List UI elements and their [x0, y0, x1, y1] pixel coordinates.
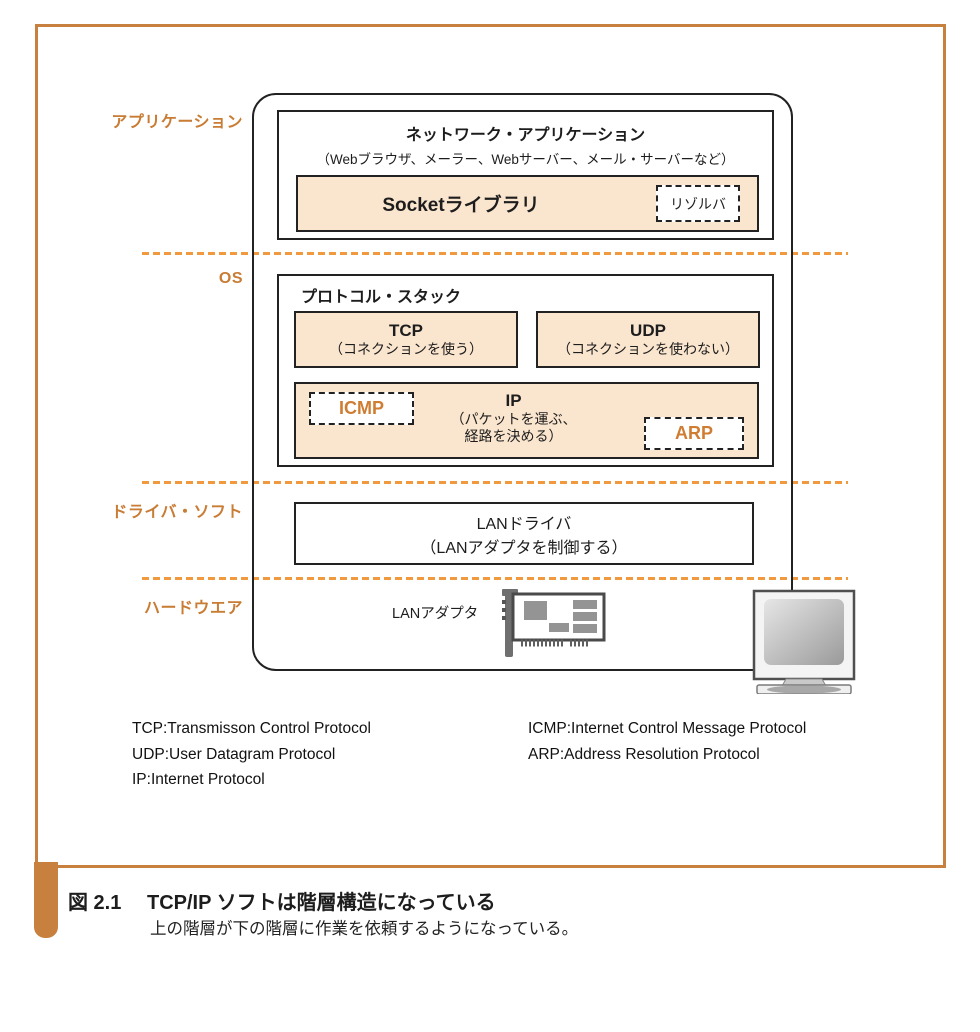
icmp-label: ICMP	[339, 398, 384, 418]
lan-driver-label: LANドライバ	[476, 515, 572, 533]
layer-label-hardware: ハードウエア	[143, 600, 243, 617]
figure-title: TCP/IP ソフトは階層構造になっている	[147, 892, 496, 914]
legend-column-1: TCP:Transmisson Control Protocol UDP:Use…	[132, 716, 371, 793]
socket-library-box: Socketライブラリ リゾルバ	[296, 175, 759, 232]
layer-separator-1	[142, 252, 848, 255]
udp-box: UDP （コネクションを使わない）	[536, 311, 760, 368]
lan-adapter-label: LANアダプタ	[392, 606, 479, 622]
layer-label-application: アプリケーション	[111, 114, 243, 131]
legend-arp: ARP:Address Resolution Protocol	[528, 745, 760, 763]
legend-tcp: TCP:Transmisson Control Protocol	[132, 720, 371, 737]
tcp-label: TCP	[389, 321, 423, 340]
network-application-subtitle: （Webブラウザ、メーラー、Webサーバー、メール・サーバーなど）	[316, 152, 735, 167]
icmp-box: ICMP	[309, 392, 414, 425]
socket-library-label: Socketライブラリ	[382, 195, 540, 216]
resolver-label: リゾルバ	[670, 195, 726, 212]
ip-label: IP	[505, 391, 522, 410]
legend-icmp: ICMP:Internet Control Message Protocol	[528, 720, 807, 737]
network-application-box: ネットワーク・アプリケーション （Webブラウザ、メーラー、Webサーバー、メー…	[277, 110, 774, 240]
arp-label: ARP	[674, 423, 713, 443]
lan-driver-box: LANドライバ （LANアダプタを制御する）	[294, 502, 754, 565]
lan-driver-description: （LANアダプタを制御する）	[420, 539, 628, 557]
ip-text-block: IP （パケットを運ぶ、 経路を決める）	[296, 391, 757, 445]
ip-description-line1: （パケットを運ぶ、	[450, 411, 577, 427]
ip-description-line2: 経路を決める）	[464, 428, 563, 444]
ip-box: IP （パケットを運ぶ、 経路を決める） ICMP ARP	[294, 382, 759, 459]
computer-boundary-box: ネットワーク・アプリケーション （Webブラウザ、メーラー、Webサーバー、メー…	[252, 93, 793, 671]
figure-frame-border	[35, 24, 946, 868]
legend-column-2: ICMP:Internet Control Message Protocol A…	[528, 716, 806, 767]
tcp-box: TCP （コネクションを使う）	[294, 311, 518, 368]
udp-label: UDP	[630, 321, 666, 340]
tcp-description: （コネクションを使う）	[329, 341, 483, 357]
legend-ip: IP:Internet Protocol	[132, 771, 265, 788]
figure-subtitle: 上の階層が下の階層に作業を依頼するようになっている。	[150, 919, 579, 938]
computer-monitor-icon	[752, 589, 856, 694]
legend-udp: UDP:User Datagram Protocol	[132, 745, 336, 763]
protocol-stack-title: プロトコル・スタック	[301, 289, 462, 306]
resolver-box: リゾルバ	[656, 185, 740, 222]
arp-box: ARP	[644, 417, 744, 450]
layer-label-driver: ドライバ・ソフト	[111, 504, 243, 521]
lan-adapter-card-icon	[502, 589, 606, 657]
network-application-title: ネットワーク・アプリケーション	[405, 127, 646, 144]
caption-accent-bar	[34, 862, 58, 938]
udp-description: （コネクションを使わない）	[557, 341, 739, 357]
layer-separator-3	[142, 577, 848, 580]
layer-separator-2	[142, 481, 848, 484]
figure-number: 図 2.1	[68, 892, 122, 914]
layer-label-os: OS	[218, 270, 243, 287]
protocol-stack-box: プロトコル・スタック TCP （コネクションを使う） UDP （コネクションを使…	[277, 274, 774, 467]
